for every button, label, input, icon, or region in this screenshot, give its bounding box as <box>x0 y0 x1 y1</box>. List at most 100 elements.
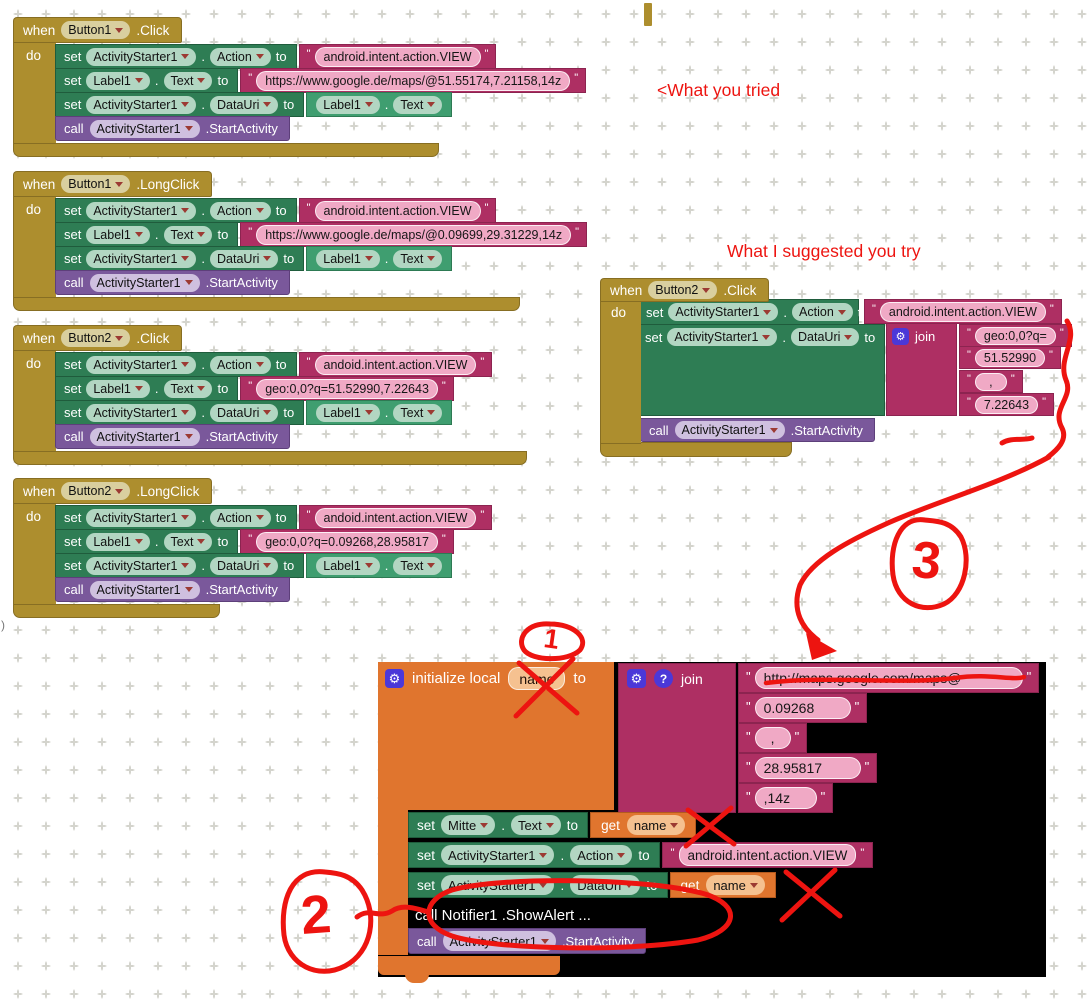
text-string-block[interactable]: https://www.google.de/maps/@51.55174,7.2… <box>240 68 587 93</box>
component-dropdown[interactable]: ActivityStarter1 <box>86 403 197 422</box>
set-action-row[interactable]: set ActivityStarter1 . Action to andoid.… <box>55 505 493 530</box>
variable-dropdown[interactable]: name <box>706 875 765 895</box>
variable-dropdown[interactable]: name <box>626 815 686 835</box>
component-dropdown[interactable]: ActivityStarter1 <box>86 556 197 575</box>
component-dropdown[interactable]: ActivityStarter1 <box>86 201 197 220</box>
event-header[interactable]: when Button1 .LongClick <box>13 171 213 197</box>
variable-name-field[interactable]: name <box>508 667 566 690</box>
text-string-block[interactable]: andoid.intent.action.VIEW <box>298 352 493 377</box>
block-suggested-button2-click[interactable]: when Button2 .Click do set ActivityStart… <box>600 278 1090 460</box>
set-datauri-row[interactable]: set ActivityStarter1 . DataUri to Label1… <box>55 246 587 271</box>
property-dropdown[interactable]: DataUri <box>210 403 279 422</box>
component-dropdown[interactable]: ActivityStarter1 <box>674 421 785 439</box>
set-label-text-row[interactable]: set Label1 . Text to geo:0,0?q=0.09268,2… <box>55 529 492 554</box>
text-string-block[interactable]: android.intent.action.VIEW <box>864 299 1062 324</box>
block-initialize-local-name[interactable]: ⚙ initialize local name to ⚙ ? join http… <box>378 662 1046 984</box>
property-dropdown[interactable]: Text <box>163 532 213 551</box>
label-text-getter-block[interactable]: Label1 . Text <box>306 553 453 578</box>
property-dropdown[interactable]: Text <box>393 249 443 268</box>
property-dropdown[interactable]: DataUri <box>210 249 279 268</box>
join-block[interactable]: ⚙ ? join <box>618 663 736 813</box>
mutator-gear-icon[interactable]: ⚙ <box>627 669 646 688</box>
component-dropdown[interactable]: Label1 <box>316 556 380 575</box>
set-action-row[interactable]: set ActivityStarter1 . Action to android… <box>55 44 586 69</box>
label-text-getter-block[interactable]: Label1 . Text <box>306 246 453 271</box>
component-dropdown[interactable]: Label1 <box>316 249 380 268</box>
property-dropdown[interactable]: Text <box>163 71 213 90</box>
text-string-block[interactable]: geo:0,0?q=51.52990,7.22643 <box>240 376 454 401</box>
mutator-gear-icon[interactable]: ⚙ <box>892 328 909 345</box>
property-dropdown[interactable]: Action <box>570 845 633 865</box>
block-when-button2-click[interactable]: when Button2 .Click do set ActivityStart… <box>13 325 527 465</box>
property-dropdown[interactable]: Text <box>163 225 213 244</box>
call-startactivity-row[interactable]: call ActivityStarter1 .StartActivity <box>55 270 587 295</box>
set-action-row[interactable]: set ActivityStarter1 . Action to android… <box>408 842 874 868</box>
call-startactivity-row[interactable]: call ActivityStarter1 .StartActivity <box>55 424 492 449</box>
get-name-block[interactable]: get name <box>590 812 697 838</box>
component-dropdown[interactable]: ActivityStarter1 <box>86 355 197 374</box>
component-dropdown[interactable]: ActivityStarter1 <box>442 931 556 951</box>
property-dropdown[interactable]: Text <box>393 556 443 575</box>
component-dropdown[interactable]: Label1 <box>316 95 380 114</box>
set-datauri-row[interactable]: set ActivityStarter1 . DataUri to get na… <box>408 872 776 898</box>
component-dropdown[interactable]: ActivityStarter1 <box>441 845 555 865</box>
call-startactivity-row[interactable]: call ActivityStarter1 .StartActivity <box>408 928 647 954</box>
component-dropdown[interactable]: Label1 <box>316 403 380 422</box>
label-text-getter-block[interactable]: Label1 . Text <box>306 400 453 425</box>
block-when-button2-longclick[interactable]: when Button2 .LongClick do set ActivityS… <box>13 478 493 618</box>
join-item-string[interactable]: 51.52990 <box>959 346 1061 369</box>
collapsed-notifier-showalert-block[interactable]: call Notifier1 .ShowAlert ... <box>415 906 591 924</box>
help-icon[interactable]: ? <box>654 669 673 688</box>
text-string-block[interactable]: android.intent.action.VIEW <box>298 198 497 223</box>
component-dropdown[interactable]: Button1 <box>61 175 131 193</box>
join-block[interactable]: ⚙ join <box>886 323 957 416</box>
component-dropdown[interactable]: ActivityStarter1 <box>86 508 197 527</box>
join-item-string[interactable]: , <box>738 723 808 753</box>
property-dropdown[interactable]: Action <box>210 508 271 527</box>
join-item-string[interactable]: , <box>959 370 1023 393</box>
text-string-block[interactable]: android.intent.action.VIEW <box>661 842 874 868</box>
property-dropdown[interactable]: Text <box>393 403 443 422</box>
text-string-block[interactable]: https://www.google.de/maps/@0.09699,29.3… <box>240 222 588 247</box>
set-datauri-row[interactable]: set ActivityStarter1 . DataUri to Label1… <box>55 400 492 425</box>
component-dropdown[interactable]: Label1 <box>86 532 150 551</box>
component-dropdown[interactable]: ActivityStarter1 <box>89 427 200 446</box>
property-dropdown[interactable]: Text <box>510 815 561 835</box>
text-string-block[interactable]: android.intent.action.VIEW <box>298 44 497 69</box>
set-mitte-text-row[interactable]: set Mitte . Text to get name <box>408 812 697 838</box>
property-dropdown[interactable]: Action <box>792 303 853 321</box>
property-dropdown[interactable]: Action <box>210 47 271 66</box>
component-dropdown[interactable]: ActivityStarter1 <box>86 47 197 66</box>
set-datauri-row[interactable]: set ActivityStarter1 . DataUri to Label1… <box>55 92 586 117</box>
component-dropdown[interactable]: ActivityStarter1 <box>86 249 197 268</box>
set-label-text-row[interactable]: set Label1 . Text to geo:0,0?q=51.52990,… <box>55 376 492 401</box>
block-when-button1-click[interactable]: when Button1 .Click do set ActivityStart… <box>13 17 587 157</box>
get-name-block[interactable]: get name <box>669 872 776 898</box>
event-header[interactable]: when Button1 .Click <box>13 17 183 43</box>
set-action-row[interactable]: set ActivityStarter1 . Action to android… <box>55 198 587 223</box>
property-dropdown[interactable]: DataUri <box>791 328 860 346</box>
property-dropdown[interactable]: DataUri <box>570 875 641 895</box>
component-dropdown[interactable]: Button1 <box>61 21 131 39</box>
component-dropdown[interactable]: ActivityStarter1 <box>89 580 200 599</box>
join-item-string[interactable]: geo:0,0?q= <box>959 324 1072 347</box>
set-label-text-row[interactable]: set Label1 . Text to https://www.google.… <box>55 222 588 247</box>
component-dropdown[interactable]: ActivityStarter1 <box>441 875 555 895</box>
component-dropdown[interactable]: Label1 <box>86 379 150 398</box>
text-string-block[interactable]: geo:0,0?q=0.09268,28.95817 <box>240 529 454 554</box>
property-dropdown[interactable]: Action <box>210 355 271 374</box>
component-dropdown[interactable]: Button2 <box>648 281 718 299</box>
event-header[interactable]: when Button2 .Click <box>13 325 183 351</box>
component-dropdown[interactable]: ActivityStarter1 <box>668 303 779 321</box>
property-dropdown[interactable]: Text <box>163 379 213 398</box>
component-dropdown[interactable]: Mitte <box>441 815 496 835</box>
label-text-getter-block[interactable]: Label1 . Text <box>306 92 453 117</box>
component-dropdown[interactable]: Button2 <box>61 482 131 500</box>
event-header[interactable]: when Button2 .LongClick <box>13 478 213 504</box>
text-string-block[interactable]: andoid.intent.action.VIEW <box>298 505 493 530</box>
call-startactivity-row[interactable]: call ActivityStarter1 .StartActivity <box>55 116 586 141</box>
join-item-string[interactable]: 7.22643 <box>959 393 1054 416</box>
component-dropdown[interactable]: Label1 <box>86 225 150 244</box>
component-dropdown[interactable]: ActivityStarter1 <box>86 95 197 114</box>
